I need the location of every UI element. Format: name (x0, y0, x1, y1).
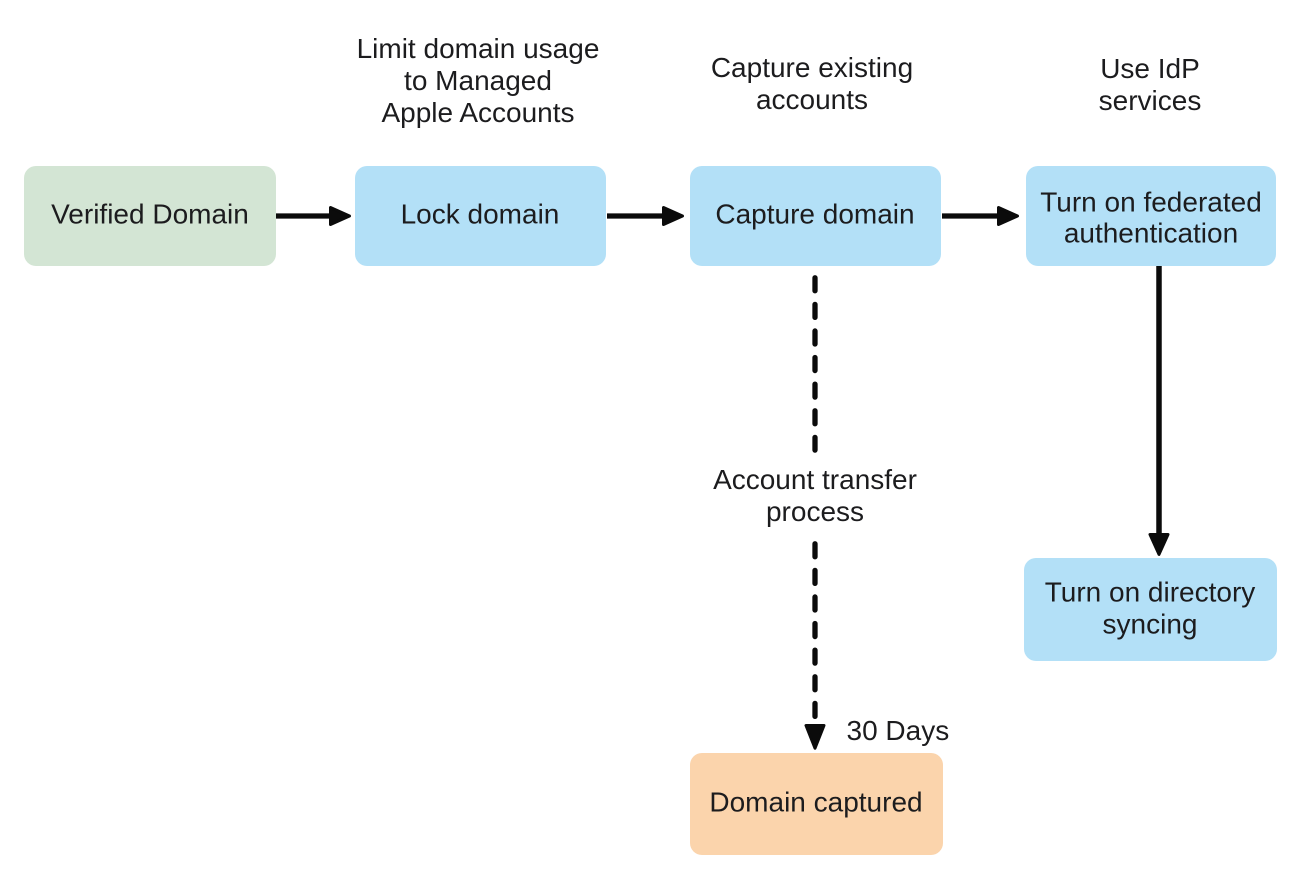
svg-text:Account transfer: Account transfer (713, 464, 917, 495)
svg-text:Capture existing: Capture existing (711, 52, 913, 83)
svg-text:services: services (1099, 85, 1202, 116)
svg-text:Verified Domain: Verified Domain (51, 199, 249, 230)
svg-text:Limit domain usage: Limit domain usage (357, 33, 600, 64)
svg-text:Apple Accounts: Apple Accounts (381, 97, 574, 128)
svg-text:Turn on federated: Turn on federated (1040, 187, 1262, 218)
svg-text:Capture domain: Capture domain (715, 199, 914, 230)
svg-text:to Managed: to Managed (404, 65, 552, 96)
svg-text:Domain captured: Domain captured (709, 787, 922, 818)
svg-text:30 Days: 30 Days (847, 715, 950, 746)
svg-text:syncing: syncing (1103, 609, 1198, 640)
svg-text:process: process (766, 496, 864, 527)
svg-text:Turn on directory: Turn on directory (1045, 577, 1256, 608)
svg-text:Lock domain: Lock domain (401, 199, 560, 230)
svg-text:Use IdP: Use IdP (1100, 53, 1200, 84)
svg-text:authentication: authentication (1064, 218, 1238, 249)
svg-text:accounts: accounts (756, 84, 868, 115)
